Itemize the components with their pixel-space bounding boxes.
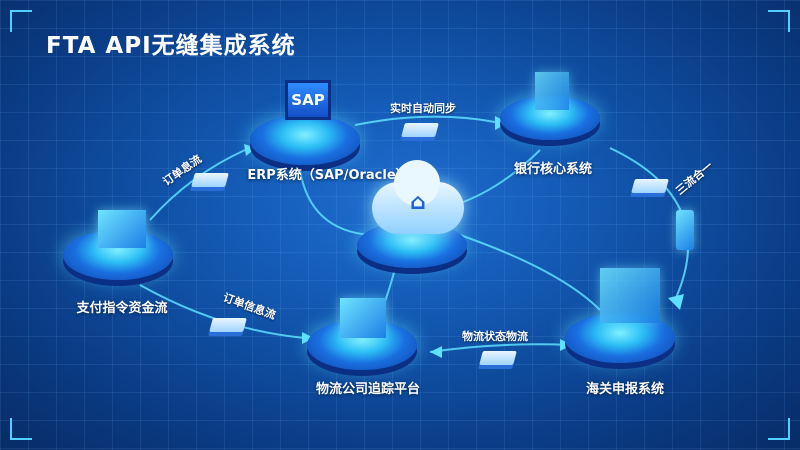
- data-chip-icon: [631, 179, 669, 193]
- erp-platform: [250, 115, 360, 165]
- corner-bracket: [10, 10, 32, 32]
- customs-document-icon: [600, 268, 660, 323]
- phone-icon: [676, 210, 694, 250]
- data-chip-icon: [479, 351, 517, 365]
- data-chip-icon: [401, 123, 439, 137]
- link-bank-cloud: [454, 149, 541, 206]
- corner-bracket: [768, 418, 790, 440]
- arrow-icon: [430, 346, 442, 358]
- sap-monitor-icon: SAP: [285, 80, 331, 120]
- payment-building-icon: [98, 210, 146, 248]
- logistics-label: 物流公司追踪平台: [315, 382, 421, 397]
- edge-label-erp-bank: 实时自动同步: [390, 102, 456, 115]
- link-cloud-customs: [459, 234, 601, 311]
- bank-label: 银行核心系统: [513, 162, 593, 177]
- corner-bracket: [768, 10, 790, 32]
- link-erp-bank: [354, 115, 496, 126]
- link-logistics-customs: [429, 343, 571, 353]
- erp-label: ERP系统（SAP/Oracle）: [247, 168, 409, 183]
- link-erp-cloud: [299, 169, 371, 236]
- data-chip-icon: [191, 173, 229, 187]
- arrow-icon: [560, 339, 572, 351]
- corner-bracket: [10, 418, 32, 440]
- edge-label-logistics-customs: 物流状态物流: [462, 330, 528, 343]
- payment-label: 支付指令资金流: [76, 301, 168, 316]
- bank-chart-icon: [535, 72, 569, 110]
- cloud-api-hub-icon: ⌂: [372, 160, 464, 234]
- logistics-container-icon: [340, 298, 386, 338]
- arrow-icon: [668, 294, 684, 310]
- page-title: FTA API无缝集成系统: [46, 33, 296, 59]
- data-chip-icon: [209, 318, 247, 332]
- customs-label: 海关申报系统: [585, 382, 665, 397]
